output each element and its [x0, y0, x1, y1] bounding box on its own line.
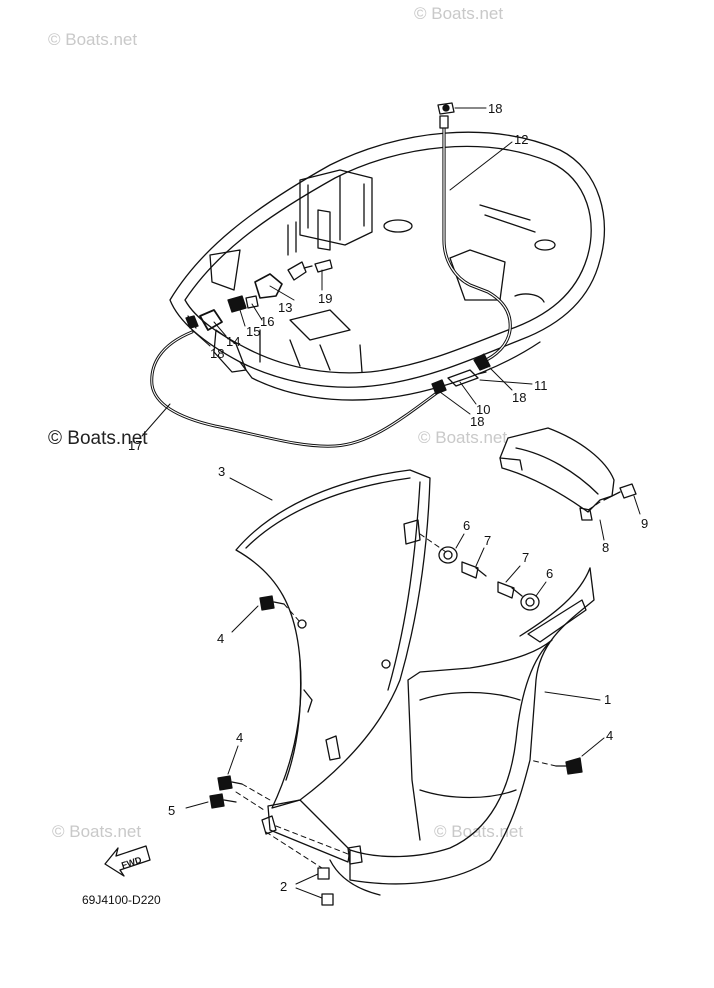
callout-6-right: 6	[546, 566, 553, 581]
callout-1: 1	[604, 692, 611, 707]
diagram-code: 69J4100-D220	[82, 893, 161, 907]
fwd-label: FWD	[120, 854, 143, 870]
leader-lines	[141, 107, 641, 899]
callout-4-upper: 4	[217, 631, 224, 646]
bolt-4-right	[555, 757, 583, 775]
callout-labels: 18 12 13 19 16 15 14 18 11 18 10 18 17 3…	[120, 101, 648, 894]
watermark-bottom-right: © Boats.net	[434, 822, 524, 841]
fitting-13	[254, 261, 307, 299]
callout-5: 5	[168, 803, 175, 818]
watermark-top-right: © Boats.net	[414, 4, 504, 23]
watermark-bottom-left: © Boats.net	[52, 822, 142, 841]
callout-17: 17	[128, 438, 142, 453]
assembly-lines	[235, 501, 601, 869]
bottom-cowling-pan	[169, 131, 606, 401]
callout-13: 13	[278, 300, 292, 315]
watermark-middle-left: © Boats.net	[48, 428, 148, 449]
bolt-5	[209, 793, 237, 809]
bolt-4-upper	[259, 595, 285, 611]
callout-4-middle: 4	[236, 730, 243, 745]
callout-11: 11	[534, 378, 548, 393]
callout-18-top: 18	[488, 101, 502, 116]
callout-18-right: 18	[512, 390, 526, 405]
watermark-top-left: © Boats.net	[48, 30, 138, 49]
grommet-6-left	[438, 546, 458, 564]
clamp-18-bottom	[431, 379, 447, 395]
callout-10: 10	[476, 402, 490, 417]
hose-17	[150, 330, 440, 448]
side-cover-3	[235, 469, 431, 809]
callout-7-left: 7	[484, 533, 491, 548]
callout-8: 8	[602, 540, 609, 555]
screw-19	[303, 259, 333, 273]
nipple-10	[447, 369, 487, 387]
callout-14: 14	[226, 334, 240, 349]
callout-12: 12	[514, 132, 528, 147]
callout-7-right: 7	[522, 550, 529, 565]
callout-18-left: 18	[210, 346, 224, 361]
bracket-8	[499, 427, 615, 521]
collar-7-right	[497, 581, 523, 599]
bolt-4-middle	[217, 775, 243, 791]
callout-2: 2	[280, 879, 287, 894]
callout-6-left: 6	[463, 518, 470, 533]
flexible-cable-12	[439, 115, 512, 364]
nut-2-upper	[317, 867, 330, 880]
collar-7-left	[461, 561, 487, 579]
clamp-18-right	[473, 353, 491, 371]
clamp-18-left	[185, 315, 199, 329]
fitting-16	[227, 295, 259, 313]
watermark-middle-right: © Boats.net	[418, 428, 508, 447]
callout-19: 19	[318, 291, 332, 306]
grommet-6-right	[520, 593, 540, 611]
callout-18-bottom: 18	[470, 414, 484, 429]
fwd-arrow-icon	[104, 845, 151, 877]
screw-9	[603, 483, 637, 501]
lower-cover-1	[261, 567, 595, 896]
callout-3: 3	[218, 464, 225, 479]
callout-15: 15	[246, 324, 260, 339]
nut-2-lower	[321, 893, 334, 906]
callout-4-right: 4	[606, 728, 613, 743]
clamp-18-top	[437, 102, 455, 115]
callout-9: 9	[641, 516, 648, 531]
callout-16: 16	[260, 314, 274, 329]
